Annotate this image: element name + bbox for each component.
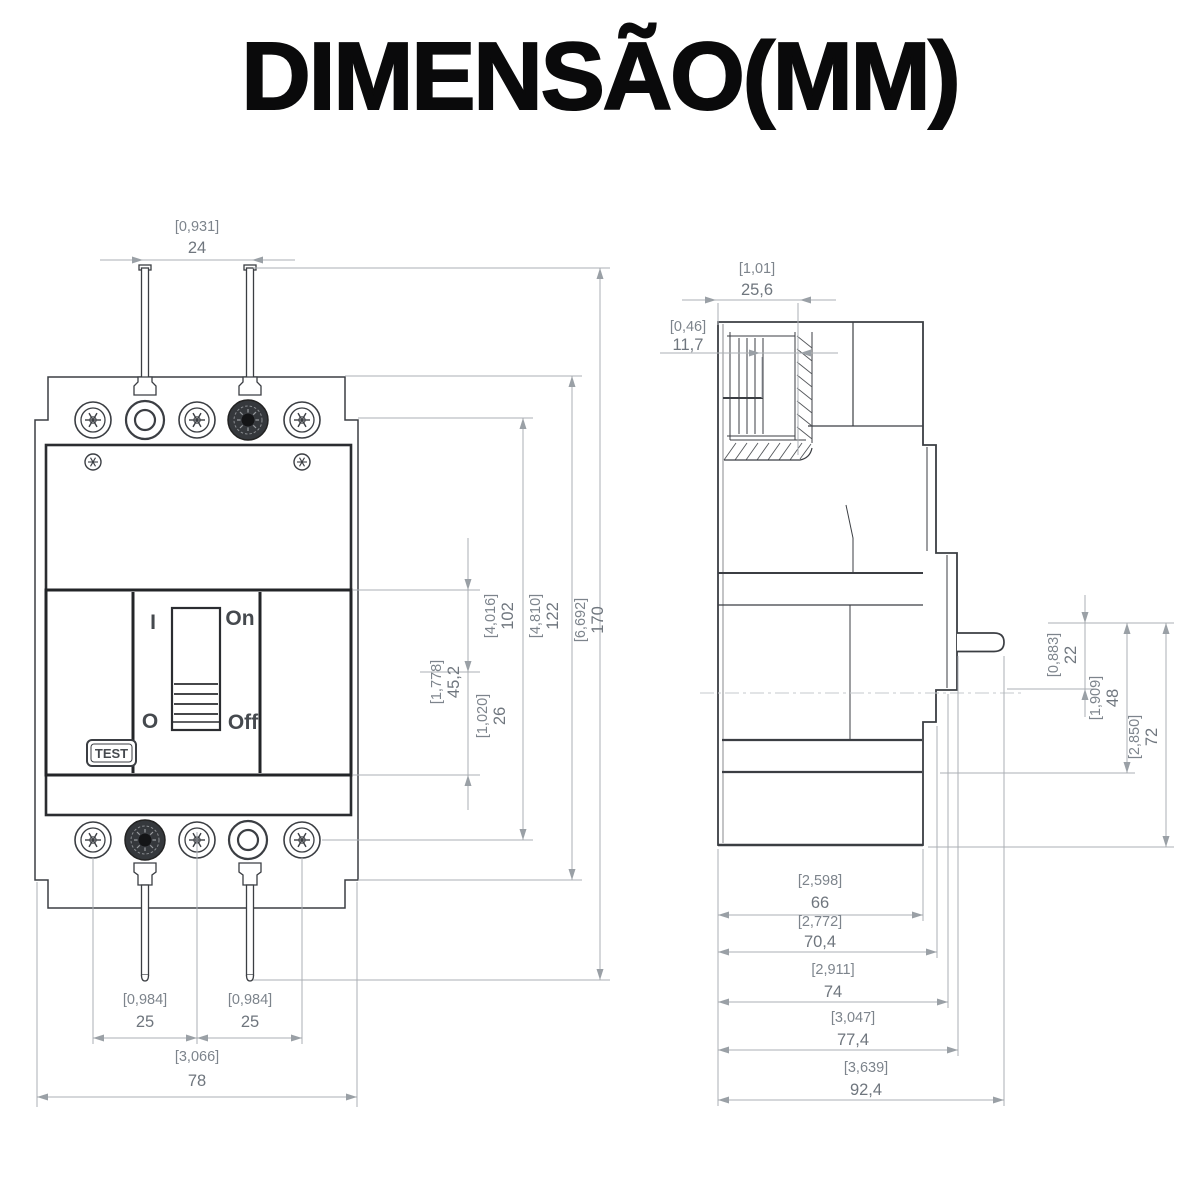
terminal-screw-icon bbox=[74, 821, 112, 859]
terminal-pocket-section bbox=[723, 332, 813, 461]
svg-text:[3,047]: [3,047] bbox=[831, 1010, 875, 1026]
terminal-screw-icon bbox=[74, 401, 112, 439]
svg-text:[0,883]: [0,883] bbox=[1046, 633, 1062, 677]
svg-text:122: 122 bbox=[544, 602, 562, 630]
dim-front-body-height: [4,016] 102 bbox=[483, 594, 517, 638]
svg-text:25: 25 bbox=[136, 1013, 154, 1031]
dim-front-toggle-height: [1,020] 26 bbox=[475, 694, 509, 738]
svg-text:[2,598]: [2,598] bbox=[798, 873, 842, 889]
svg-text:70,4: 70,4 bbox=[804, 933, 836, 951]
ring-terminal-icon bbox=[227, 819, 269, 861]
svg-text:92,4: 92,4 bbox=[850, 1081, 882, 1099]
terminal-screw-icon bbox=[283, 401, 321, 439]
svg-text:45,2: 45,2 bbox=[445, 666, 463, 698]
switch-o-mark: O bbox=[142, 710, 158, 733]
svg-text:78: 78 bbox=[188, 1072, 206, 1090]
svg-text:22: 22 bbox=[1062, 646, 1080, 664]
switch-off-label: Off bbox=[228, 711, 259, 734]
svg-text:[0,46]: [0,46] bbox=[670, 319, 706, 335]
dim-side-height-48: [1,909] 48 bbox=[1088, 676, 1122, 720]
dim-front-width: [3,066] 78 bbox=[175, 1049, 219, 1090]
svg-text:77,4: 77,4 bbox=[837, 1031, 869, 1049]
knurled-screw-icon bbox=[124, 819, 166, 861]
test-button-label: TEST bbox=[95, 746, 128, 761]
svg-text:[2,911]: [2,911] bbox=[811, 962, 854, 978]
page-title: DIMENSÃO(MM) bbox=[240, 22, 961, 131]
mounting-pin-bottom-right bbox=[238, 862, 262, 982]
svg-text:24: 24 bbox=[188, 239, 206, 257]
svg-text:102: 102 bbox=[499, 602, 517, 630]
svg-text:[0,984]: [0,984] bbox=[228, 992, 272, 1008]
svg-text:[2,772]: [2,772] bbox=[798, 914, 842, 930]
mounting-pin-top-left bbox=[133, 264, 157, 396]
switch-i-mark: I bbox=[150, 611, 156, 634]
dim-side-depth-66: [2,598] 66 bbox=[798, 873, 842, 912]
svg-text:[0,931]: [0,931] bbox=[175, 219, 219, 235]
svg-text:[1,909]: [1,909] bbox=[1088, 676, 1104, 720]
svg-text:26: 26 bbox=[491, 707, 509, 725]
dim-side-depth-top: [1,01] 25,6 bbox=[739, 261, 775, 299]
test-button[interactable] bbox=[86, 739, 137, 767]
svg-text:[3,639]: [3,639] bbox=[844, 1060, 888, 1076]
svg-text:[4,810]: [4,810] bbox=[528, 594, 544, 638]
front-view bbox=[34, 264, 359, 982]
switch-on-label: On bbox=[225, 607, 254, 630]
dim-front-case-height: [4,810] 122 bbox=[528, 594, 562, 638]
svg-text:[1,778]: [1,778] bbox=[429, 660, 445, 704]
side-dimensions bbox=[660, 296, 1174, 1106]
dim-front-center-height: [1,778] 45,2 bbox=[429, 660, 463, 704]
dim-side-depth-92-4: [3,639] 92,4 bbox=[844, 1060, 888, 1099]
dim-side-depth-77-4: [3,047] 77,4 bbox=[831, 1010, 875, 1049]
svg-text:170: 170 bbox=[589, 606, 607, 634]
housing-screw-icon bbox=[293, 453, 311, 471]
svg-text:48: 48 bbox=[1104, 689, 1122, 707]
svg-text:66: 66 bbox=[811, 894, 829, 912]
terminal-screw-icon bbox=[283, 821, 321, 859]
terminal-screw-icon bbox=[178, 401, 216, 439]
dim-side-terminal-depth: [0,46] 11,7 bbox=[670, 319, 706, 354]
dim-front-pole-left: [0,984] 25 bbox=[123, 992, 167, 1031]
svg-text:[1,01]: [1,01] bbox=[739, 261, 775, 277]
mounting-pin-bottom-left bbox=[133, 862, 157, 982]
front-dimensions bbox=[36, 256, 610, 1107]
ring-terminal-icon bbox=[124, 399, 166, 441]
svg-text:72: 72 bbox=[1143, 728, 1161, 746]
svg-text:25: 25 bbox=[241, 1013, 259, 1031]
toggle-switch[interactable] bbox=[170, 606, 222, 732]
svg-text:[1,020]: [1,020] bbox=[475, 694, 491, 738]
svg-text:[6,692]: [6,692] bbox=[573, 598, 589, 642]
svg-text:25,6: 25,6 bbox=[741, 281, 773, 299]
toggle-lever-side bbox=[957, 632, 1005, 653]
svg-text:11,7: 11,7 bbox=[673, 336, 704, 354]
svg-text:[2,850]: [2,850] bbox=[1127, 715, 1143, 759]
svg-text:[4,016]: [4,016] bbox=[483, 594, 499, 638]
svg-text:74: 74 bbox=[824, 983, 842, 1001]
svg-text:[0,984]: [0,984] bbox=[123, 992, 167, 1008]
dim-side-depth-74: [2,911] 74 bbox=[811, 962, 854, 1001]
dim-front-pole-right: [0,984] 25 bbox=[228, 992, 272, 1031]
dim-front-pins-top: [0,931] 24 bbox=[175, 219, 219, 257]
mounting-pin-top-right bbox=[238, 264, 262, 396]
svg-text:[3,066]: [3,066] bbox=[175, 1049, 219, 1065]
dim-front-overall-height: [6,692] 170 bbox=[573, 598, 607, 642]
side-view bbox=[700, 321, 1022, 847]
housing-screw-icon bbox=[84, 453, 102, 471]
dim-side-depth-70-4: [2,772] 70,4 bbox=[798, 914, 842, 951]
dim-side-height-72: [2,850] 72 bbox=[1127, 715, 1161, 759]
knurled-screw-icon bbox=[227, 399, 269, 441]
dim-side-lever-offset: [0,883] 22 bbox=[1046, 633, 1080, 677]
